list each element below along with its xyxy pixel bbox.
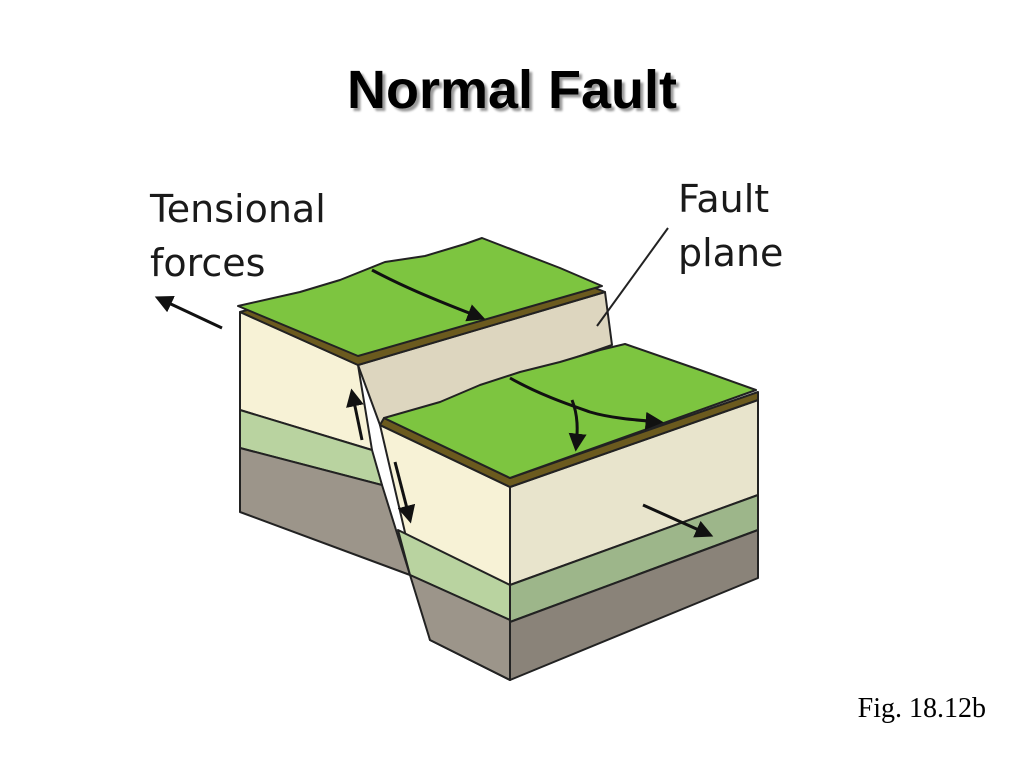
page-title: Normal Fault — [346, 60, 678, 120]
top-surface-arrow-lower-right — [509, 376, 664, 430]
tensional-forces-label-line1: Tensional — [149, 187, 326, 231]
hangingwall-down-arrow — [393, 461, 416, 524]
motion-arrows — [154, 268, 714, 538]
footwall-up-arrow — [346, 388, 364, 441]
footwall-front-face — [239, 311, 411, 576]
hangingwall-top-surface — [379, 343, 759, 488]
tensional-force-arrow-right — [642, 503, 714, 538]
footwall-top-surface — [237, 237, 606, 366]
tensional-force-arrow-left — [154, 295, 223, 330]
fault-plane-label-line1: Fault — [678, 177, 769, 221]
tensional-forces-label-line2: forces — [150, 241, 265, 285]
figure-caption: Fig. 18.12b — [857, 693, 986, 724]
fault-plane-leader-line — [596, 227, 669, 327]
top-surface-arrow-upper — [371, 268, 486, 322]
top-surface-arrow-lower-down — [568, 399, 587, 452]
fault-plane-label-line2: plane — [678, 231, 783, 275]
